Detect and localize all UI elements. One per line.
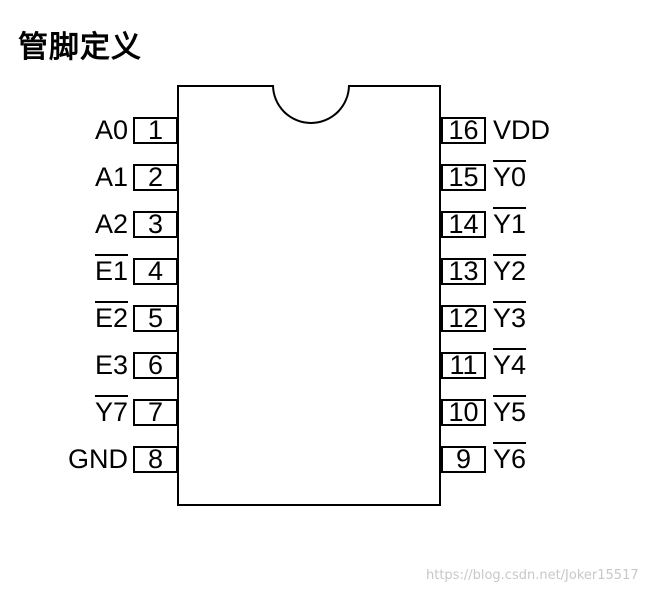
chip-notch bbox=[272, 85, 350, 124]
pin-10-label: Y5 bbox=[493, 397, 527, 427]
pin-12-number: 12 bbox=[441, 305, 486, 332]
pin-2-number: 2 bbox=[133, 164, 178, 191]
pin-16-number: 16 bbox=[441, 117, 486, 144]
chip-body bbox=[177, 85, 441, 506]
pin-8-label: GND bbox=[68, 444, 128, 474]
pin-5-number: 5 bbox=[133, 305, 178, 332]
pin-9-label: Y6 bbox=[493, 444, 527, 474]
pin-14-number: 14 bbox=[441, 211, 486, 238]
pin-1-number: 1 bbox=[133, 117, 178, 144]
pin-11-label: Y4 bbox=[493, 350, 527, 380]
pin-6-label: E3 bbox=[94, 350, 128, 380]
pin-11-number: 11 bbox=[441, 352, 486, 379]
pin-8-number: 8 bbox=[133, 446, 178, 473]
diagram-title: 管脚定义 bbox=[18, 30, 142, 65]
pin-10-number: 10 bbox=[441, 399, 486, 426]
watermark: https://blog.csdn.net/Joker15517 bbox=[426, 568, 639, 583]
pin-3-number: 3 bbox=[133, 211, 178, 238]
pin-13-label: Y2 bbox=[493, 256, 527, 286]
pin-7-number: 7 bbox=[133, 399, 178, 426]
pin-13-number: 13 bbox=[441, 258, 486, 285]
pin-15-number: 15 bbox=[441, 164, 486, 191]
pin-12-label: Y3 bbox=[493, 303, 527, 333]
pin-14-label: Y1 bbox=[493, 209, 527, 239]
pin-2-label: A1 bbox=[94, 162, 128, 192]
pin-3-label: A2 bbox=[94, 209, 128, 239]
pin-1-label: A0 bbox=[94, 115, 128, 145]
pin-4-number: 4 bbox=[133, 258, 178, 285]
pin-7-label: Y7 bbox=[94, 397, 128, 427]
pin-4-label: E1 bbox=[94, 256, 128, 286]
pin-15-label: Y0 bbox=[493, 162, 527, 192]
pin-16-label: VDD bbox=[493, 115, 551, 145]
pin-5-label: E2 bbox=[94, 303, 128, 333]
pin-9-number: 9 bbox=[441, 446, 486, 473]
pin-6-number: 6 bbox=[133, 352, 178, 379]
